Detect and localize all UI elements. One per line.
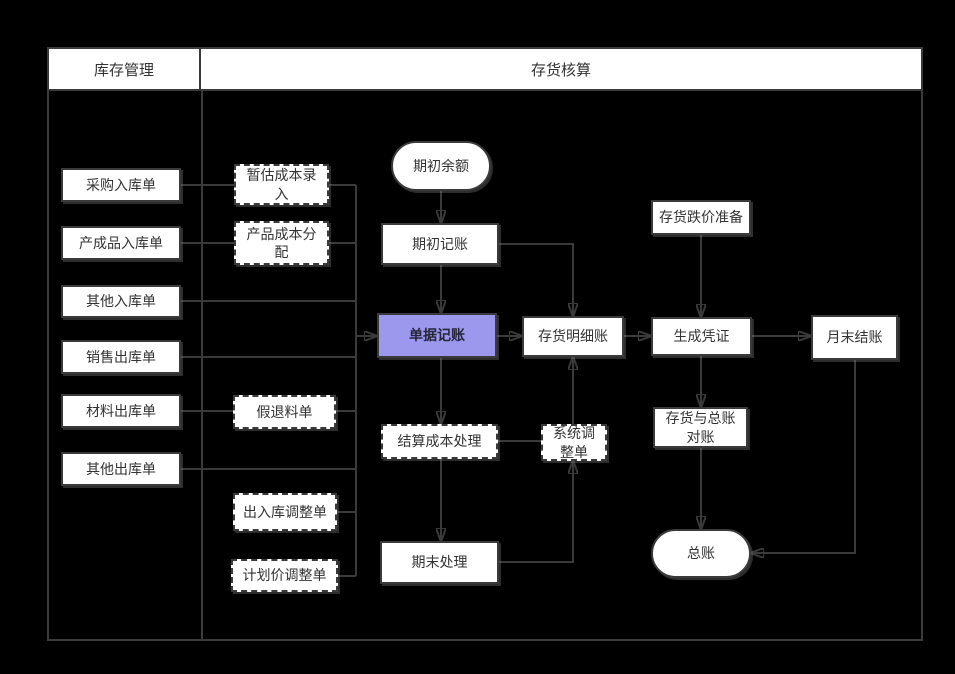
node-inventory-detail-ledger: 存货明细账 bbox=[522, 316, 624, 357]
lane-title-inventory-management: 库存管理 bbox=[49, 49, 201, 89]
node-sales-outbound-order: 销售出库单 bbox=[61, 340, 181, 374]
edge-month-end-to-general-ledger bbox=[751, 360, 856, 553]
edge-period-end-to-system-adjustment bbox=[499, 461, 573, 563]
lane-header-divider bbox=[49, 89, 921, 91]
node-beginning-bookkeeping: 期初记账 bbox=[381, 223, 499, 265]
node-pseudo-return-order: 假退料单 bbox=[233, 395, 336, 429]
node-planned-price-adjustment-order: 计划价调整单 bbox=[231, 559, 338, 592]
node-estimated-cost-entry: 暂估成本录 入 bbox=[234, 164, 329, 205]
node-month-end-closing: 月末结账 bbox=[811, 315, 898, 360]
node-material-outbound-order: 材料出库单 bbox=[61, 394, 181, 428]
node-document-bookkeeping: 单据记账 bbox=[377, 313, 497, 358]
node-inout-adjustment-order: 出入库调整单 bbox=[233, 493, 337, 531]
node-period-end-processing: 期末处理 bbox=[380, 541, 499, 584]
lane-title-inventory-accounting: 存货核算 bbox=[201, 49, 921, 89]
node-settlement-cost-processing: 结算成本处理 bbox=[381, 424, 498, 459]
lane-vertical-divider bbox=[201, 89, 203, 639]
edge-beginning-bookkeeping-to-detail-ledger bbox=[499, 243, 573, 316]
node-system-adjustment-order: 系统调 整单 bbox=[541, 424, 607, 461]
node-inventory-gl-reconciliation: 存货与总账 对账 bbox=[653, 407, 748, 448]
node-inventory-depreciation-reserve: 存货跌价准备 bbox=[651, 200, 751, 235]
node-product-cost-allocation: 产品成本分 配 bbox=[234, 221, 329, 265]
swimlane-frame: 库存管理 存货核算 bbox=[47, 47, 923, 641]
node-other-inbound-order: 其他入库单 bbox=[61, 285, 181, 318]
node-general-ledger: 总账 bbox=[651, 529, 751, 578]
node-other-outbound-order: 其他出库单 bbox=[61, 452, 181, 486]
node-purchase-inbound-order: 采购入库单 bbox=[61, 168, 181, 202]
node-finished-goods-inbound-order: 产成品入库单 bbox=[61, 226, 181, 260]
node-generate-voucher: 生成凭证 bbox=[651, 317, 752, 356]
node-beginning-balance: 期初余额 bbox=[391, 141, 491, 191]
lane-header-row: 库存管理 存货核算 bbox=[49, 49, 921, 89]
